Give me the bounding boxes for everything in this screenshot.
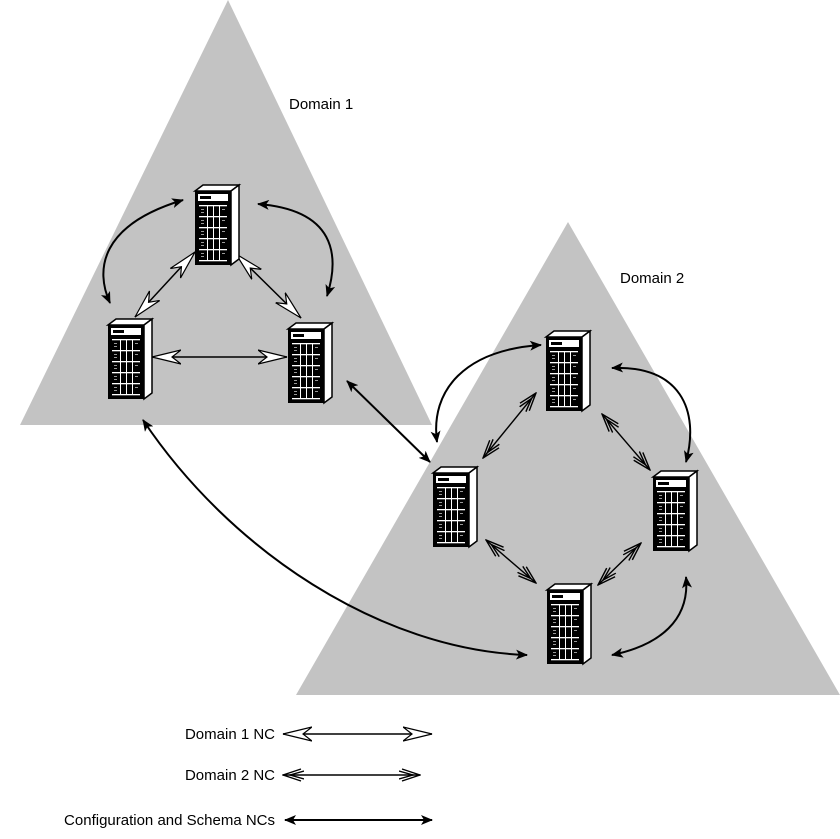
domain-1-label: Domain 1 xyxy=(289,96,353,113)
legend-label-domain-2-nc: Domain 2 NC xyxy=(185,767,275,784)
cs-link-d2-bottom-right xyxy=(611,576,692,658)
config-schema-nc-links xyxy=(100,198,694,660)
cs-link-d1-top-right xyxy=(257,199,336,297)
cs-link-d2-top-left xyxy=(430,340,542,443)
domain-2-label: Domain 2 xyxy=(620,270,684,287)
server-d2-top xyxy=(545,330,591,412)
server-d1-left xyxy=(107,318,153,400)
cs-link-d1-left-d2-bottom xyxy=(142,419,528,660)
server-d2-left xyxy=(432,466,478,548)
server-d1-right xyxy=(287,322,333,404)
cs-link-d2-top-right xyxy=(611,362,694,463)
legend: Domain 1 NC Domain 2 NC Configuration an… xyxy=(64,726,433,829)
server-d2-bottom xyxy=(546,583,592,665)
legend-label-domain-1-nc: Domain 1 NC xyxy=(185,726,275,743)
server-d2-right xyxy=(652,470,698,552)
cs-link-d1-top-left xyxy=(100,198,184,304)
server-d1-top xyxy=(194,184,240,266)
d2-link-right-bottom xyxy=(598,543,641,585)
legend-label-config-schema-ncs: Configuration and Schema NCs xyxy=(64,812,275,829)
